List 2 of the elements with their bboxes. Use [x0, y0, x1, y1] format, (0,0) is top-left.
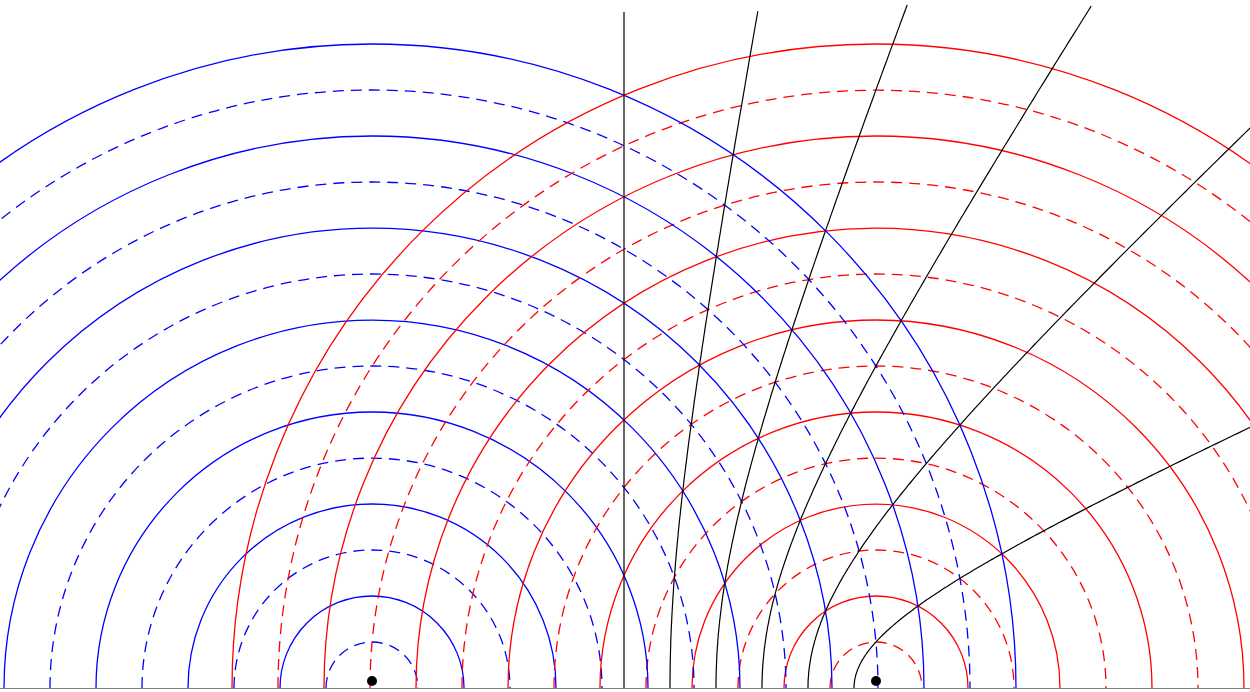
source-dot	[367, 676, 377, 686]
source-dot	[871, 676, 881, 686]
